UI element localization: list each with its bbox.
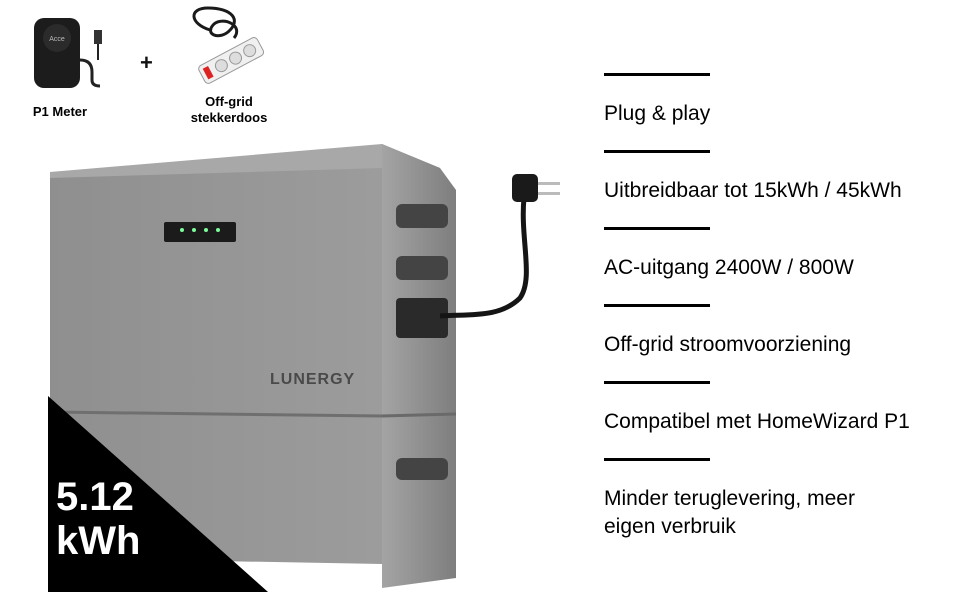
power-strip-label-line1: Off-grid: [205, 94, 253, 109]
feature-expandable: Uitbreidbaar tot 15kWh / 45kWh: [604, 179, 902, 202]
p1-meter-image: Acce: [30, 14, 112, 94]
capacity-value: 5.12: [56, 475, 134, 519]
brand-logo: LUNERGY: [270, 371, 356, 388]
battery-image: [40, 138, 580, 592]
feature-self-consumption-line1: Minder teruglevering, meer: [604, 487, 855, 510]
feature-off-grid: Off-grid stroomvoorziening: [604, 333, 852, 356]
feature-self-consumption-line2: eigen verbruik: [604, 515, 736, 538]
power-strip-label: Off-grid stekkerdoos: [180, 94, 278, 126]
capacity-unit: kWh: [56, 519, 141, 563]
feature-compatible: Compatibel met HomeWizard P1: [604, 410, 910, 433]
p1-meter-label: P1 Meter: [32, 104, 88, 119]
divider: [604, 304, 710, 307]
divider: [604, 227, 710, 230]
power-strip-label-line2: stekkerdoos: [190, 110, 268, 125]
divider: [604, 73, 710, 76]
divider: [604, 458, 710, 461]
power-strip-image: [188, 4, 270, 88]
feature-plug-and-play: Plug & play: [604, 102, 711, 125]
divider: [604, 150, 710, 153]
plus-sign: +: [140, 50, 153, 75]
divider: [604, 381, 710, 384]
meter-logo: Acce: [49, 36, 65, 43]
feature-ac-output: AC-uitgang 2400W / 800W: [604, 256, 854, 279]
